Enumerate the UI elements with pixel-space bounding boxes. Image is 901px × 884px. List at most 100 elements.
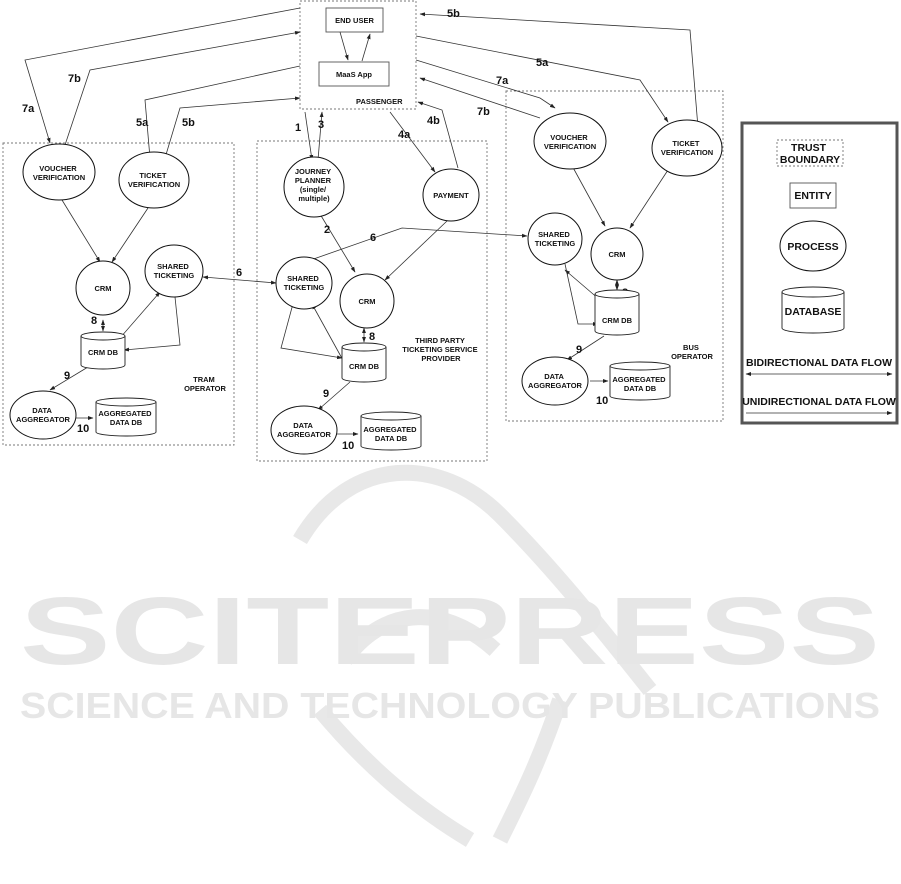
watermark: SCITEPRESS SCIENCE AND TECHNOLOGY PUBLIC… [20, 464, 880, 847]
flow-3 [317, 111, 324, 161]
flow-7a-left [24, 7, 301, 144]
flow-tp-crmdb-shared [311, 303, 345, 363]
flow-9-tp [317, 381, 351, 411]
label-9-tram: 9 [64, 370, 70, 382]
svg-text:ENTITY: ENTITY [794, 190, 831, 202]
legend-process: PROCESS [779, 220, 847, 272]
legend-database: DATABASE [781, 286, 845, 334]
svg-text:CRM DB: CRM DB [88, 348, 119, 357]
flow-1 [304, 111, 314, 161]
svg-text:CRM: CRM [608, 250, 625, 259]
flow-tram-ticket-crm [111, 207, 149, 263]
svg-text:DATA AGGREGATOR: DATA AGGREGATOR [277, 421, 331, 439]
legend-entity: ENTITY [789, 182, 837, 209]
svg-text:VOUCHER VERIFICATION: VOUCHER VERIFICATION [544, 133, 596, 151]
flow-app-to-enduser [361, 33, 371, 62]
payment-process: PAYMENT [422, 168, 480, 222]
flow-7a-right [415, 59, 556, 109]
flow-bus-voucher-crm [569, 161, 606, 227]
legend: TRUST BOUNDARY ENTITY PROCESS DATABASE B… [740, 121, 899, 425]
flow-tram-shared-crmdb [123, 296, 181, 352]
svg-text:CRM DB: CRM DB [602, 316, 633, 325]
svg-text:TRUST BOUNDARY: TRUST BOUNDARY [780, 142, 840, 166]
flow-5a-right [415, 35, 669, 123]
flow-6-left [202, 275, 277, 285]
label-6-left: 6 [236, 267, 242, 279]
label-3: 3 [318, 119, 324, 131]
label-4a: 4a [398, 129, 411, 141]
label-5a-left: 5a [136, 117, 149, 129]
svg-text:CRM: CRM [358, 297, 375, 306]
tram-shared-ticketing-process: SHARED TICKETING [144, 244, 204, 298]
svg-text:MaaS App: MaaS App [336, 70, 372, 79]
legend-trust-boundary: TRUST BOUNDARY [776, 139, 844, 167]
label-2: 2 [324, 224, 330, 236]
maas-app-entity: MaaS App [318, 61, 390, 87]
flow-tram-crmdb-shared [119, 291, 161, 339]
watermark-tagline: SCIENCE AND TECHNOLOGY PUBLICATIONS [20, 685, 880, 726]
svg-text:PROCESS: PROCESS [787, 241, 838, 253]
svg-text:UNIDIRECTIONAL DATA FLOW: UNIDIRECTIONAL DATA FLOW [742, 396, 896, 408]
flow-7b-left [64, 30, 301, 146]
svg-text:JOURNEY PLANNER (s: JOURNEY PLANNER (single/ multiple) [295, 167, 333, 203]
bus-crm-process: CRM [590, 227, 644, 281]
tram-data-aggregator-process: DATA AGGREGATOR [9, 390, 77, 440]
label-10-tp: 10 [342, 440, 354, 452]
flow-5a-left [144, 65, 301, 159]
flows [24, 7, 701, 436]
tram-operator-boundary: TRAM OPERATOR [2, 142, 235, 446]
passenger-boundary: PASSENGER [299, 0, 417, 110]
flow-5b-right [419, 12, 701, 153]
svg-text:SHARED TICKETING: SHARED TICKETING [535, 230, 576, 248]
flow-bus-crmdb-shared [564, 269, 601, 301]
label-8-tp: 8 [369, 331, 375, 343]
label-7a-left: 7a [22, 103, 35, 115]
label-7b-left: 7b [68, 73, 81, 85]
bus-crm-db: CRM DB [594, 289, 640, 336]
flow-7b-right [419, 77, 541, 119]
third-party-boundary: THIRD PARTY TICKETING SERVICE PROVIDER [256, 140, 488, 462]
label-1: 1 [295, 122, 301, 134]
journey-planner-process: JOURNEY PLANNER (single/ multiple) [283, 156, 345, 218]
flow-6-top [304, 227, 528, 263]
flow-bus-ticket-crm [629, 169, 669, 229]
flow-enduser-to-app [339, 31, 349, 61]
third-party-shared-ticketing-process: SHARED TICKETING [275, 256, 333, 310]
svg-text:END USER: END USER [335, 16, 374, 25]
flow-2 [319, 213, 356, 273]
label-5b-right: 5b [447, 8, 460, 20]
bus-ticket-verification-process: TICKET VERIFICATION [651, 119, 723, 177]
third-party-aggregated-data-db: AGGREGATED DATA DB [360, 411, 422, 451]
flow-5b-left [164, 96, 301, 159]
tram-aggregated-data-db: AGGREGATED DATA DB [95, 397, 157, 437]
watermark-brand: SCITEPRESS [20, 578, 880, 685]
svg-text:AGGREGATED DATA DB: AGGREGATED DATA DB [612, 375, 667, 393]
svg-text:PAYMENT: PAYMENT [433, 191, 469, 200]
flow-tp-payment-crm [384, 220, 448, 281]
svg-text:CRM: CRM [94, 284, 111, 293]
svg-text:BIDIRECTIONAL DATA FLOW: BIDIRECTIONAL DATA FLOW [746, 357, 892, 369]
flow-9-bus [566, 335, 605, 361]
watermark-emblem [293, 464, 657, 847]
flow-tp-shared-crmdb [280, 299, 343, 360]
legend-frame [740, 121, 899, 425]
label-9-tp: 9 [323, 388, 329, 400]
flow-4b [417, 101, 459, 169]
svg-text:DATABASE: DATABASE [785, 306, 842, 318]
label-8-tram: 8 [91, 315, 97, 327]
svg-text:DATA AGGREGATOR: DATA AGGREGATOR [16, 406, 70, 424]
third-party-crm-process: CRM [339, 273, 395, 329]
bus-aggregated-data-db: AGGREGATED DATA DB [609, 361, 671, 401]
label-6-top: 6 [370, 232, 376, 244]
svg-text:SHARED TICKETING: SHARED TICKETING [284, 274, 325, 292]
flow-9-tram [49, 366, 89, 391]
label-9-bus: 9 [576, 344, 582, 356]
label-10-tram: 10 [77, 423, 89, 435]
flow-tram-voucher-crm [61, 199, 101, 263]
svg-text:SHARED TICKETING: SHARED TICKETING [154, 262, 195, 280]
passenger-label: PASSENGER [356, 97, 403, 106]
tram-operator-label: TRAM OPERATOR [184, 375, 226, 393]
end-user-entity: END USER [325, 7, 384, 33]
tram-voucher-verification-process: VOUCHER VERIFICATION [22, 143, 96, 201]
bus-voucher-verification-process: VOUCHER VERIFICATION [533, 112, 607, 170]
